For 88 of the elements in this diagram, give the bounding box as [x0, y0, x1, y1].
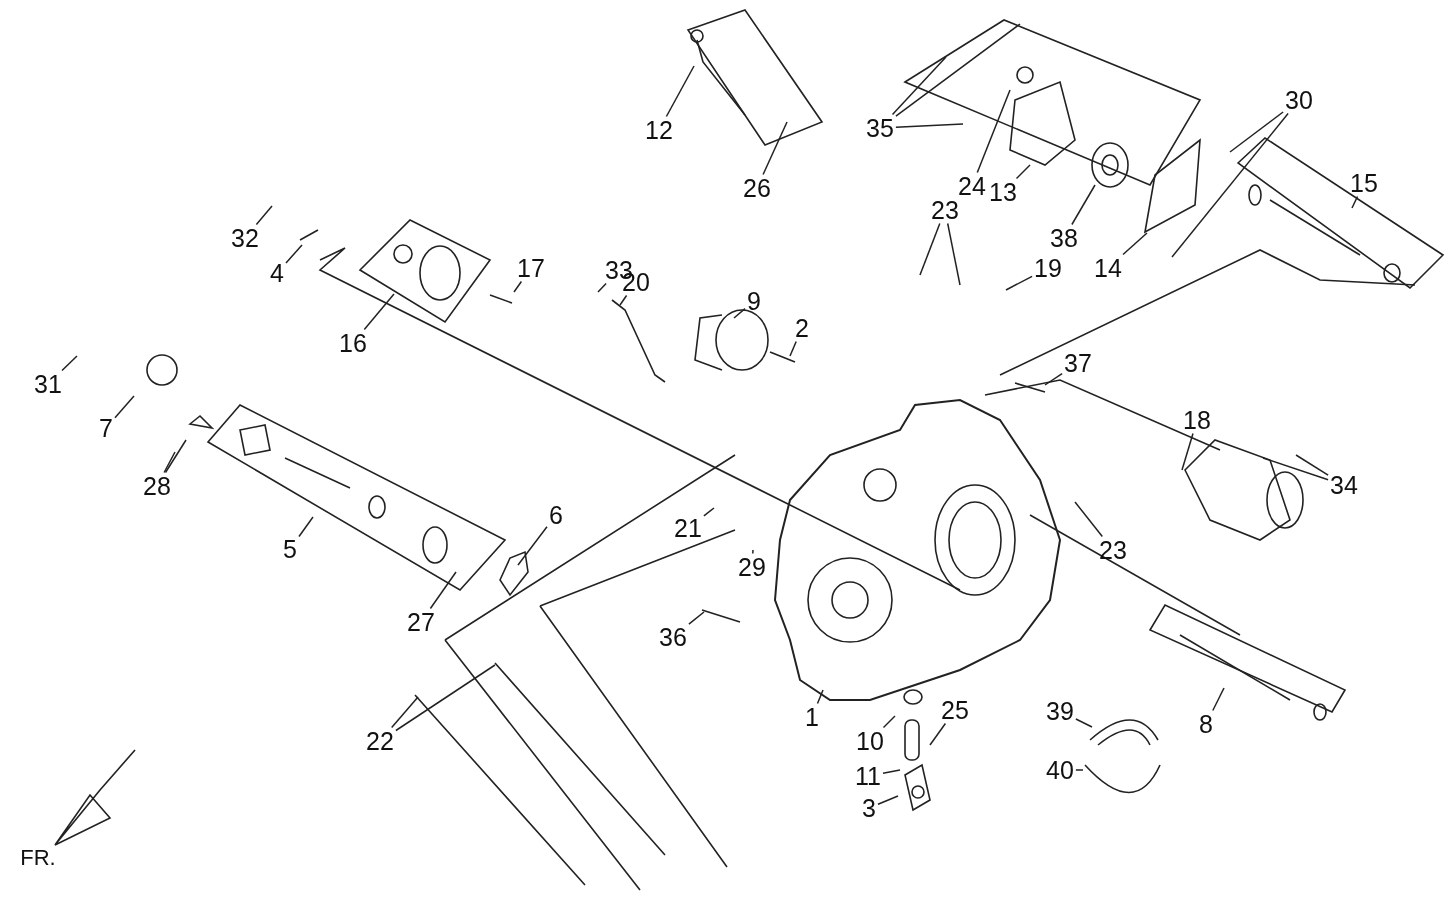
leader-line — [1122, 232, 1148, 256]
leader-line — [1181, 432, 1194, 471]
callout-number: 19 — [1034, 255, 1062, 281]
callout-number: 23 — [931, 197, 959, 223]
leader-line — [703, 507, 715, 517]
leader-line — [877, 795, 899, 806]
leader-line — [164, 439, 187, 474]
leader-line — [665, 65, 695, 118]
leader-line — [946, 222, 961, 286]
leader-line — [513, 280, 523, 293]
leader-line — [429, 571, 457, 610]
callout-number: 38 — [1050, 225, 1078, 251]
leader-line — [363, 293, 395, 331]
callout-number: 22 — [366, 728, 394, 754]
leader-line — [816, 689, 824, 705]
callout-number: 2 — [795, 315, 809, 341]
leader-line — [891, 56, 947, 116]
leader-line — [597, 282, 607, 293]
leader-line — [255, 205, 273, 226]
leader-line — [752, 549, 754, 555]
leader-line — [1005, 275, 1033, 291]
callout-number: 11 — [855, 763, 881, 789]
leader-line — [395, 664, 496, 732]
callout-number: 23 — [1099, 537, 1127, 563]
callout-number: 17 — [517, 255, 545, 281]
callout-number: 27 — [407, 609, 435, 635]
leader-line — [61, 355, 78, 372]
leader-line — [1015, 164, 1031, 180]
leader-line — [298, 516, 314, 538]
leader-line — [285, 244, 303, 264]
callout-number: 39 — [1046, 698, 1074, 724]
callout-number: 16 — [339, 330, 367, 356]
callout-number: 6 — [549, 502, 563, 528]
leader-line — [882, 715, 896, 729]
callout-number: 18 — [1183, 407, 1211, 433]
leader-line — [762, 121, 788, 176]
leader-line — [114, 395, 135, 419]
callout-number: 34 — [1330, 472, 1358, 498]
callout-number: 37 — [1064, 350, 1092, 376]
callout-number: 36 — [659, 624, 687, 650]
callout-number: 9 — [747, 288, 761, 314]
callout-number: 13 — [989, 179, 1017, 205]
callout-number: 10 — [856, 728, 884, 754]
callout-number: 40 — [1046, 757, 1074, 783]
callout-number: 1 — [805, 704, 819, 730]
callout-number: 26 — [743, 175, 771, 201]
leader-line — [733, 307, 746, 319]
leader-line — [882, 769, 901, 774]
callout-number: 29 — [738, 554, 766, 580]
callout-number: 32 — [231, 225, 259, 251]
leader-line — [517, 526, 548, 566]
callout-number: 31 — [34, 371, 62, 397]
leader-line — [1075, 769, 1084, 771]
leader-line — [1351, 195, 1359, 209]
callout-number: 3 — [862, 795, 876, 821]
leader-line — [163, 451, 176, 474]
callout-number: 25 — [941, 697, 969, 723]
leader-line — [1262, 457, 1329, 481]
leader-line — [688, 611, 705, 625]
leader-line — [619, 294, 628, 306]
callout-number: 35 — [866, 115, 894, 141]
leader-line — [919, 222, 941, 276]
callout-number: 15 — [1350, 170, 1378, 196]
callout-number: 24 — [958, 173, 986, 199]
leader-line — [1171, 112, 1289, 258]
leader-line — [976, 89, 1011, 174]
leader-line — [1229, 111, 1284, 153]
callout-number: 30 — [1285, 87, 1313, 113]
callout-number: 12 — [645, 117, 673, 143]
leader-line — [390, 696, 419, 729]
direction-label: FR. — [20, 847, 56, 869]
callout-number: 5 — [283, 536, 297, 562]
leader-line — [1212, 687, 1225, 712]
leader-line — [1044, 372, 1063, 386]
leader-line — [895, 23, 1021, 117]
callout-number: 7 — [99, 415, 113, 441]
callout-number: 14 — [1094, 255, 1122, 281]
leader-line — [1074, 501, 1104, 538]
leader-line — [1071, 184, 1096, 226]
leader-line — [789, 340, 797, 357]
callout-number: 4 — [270, 260, 284, 286]
callout-number: 21 — [674, 515, 702, 541]
leader-line — [929, 722, 947, 746]
callout-number: 8 — [1199, 711, 1213, 737]
leader-line — [1295, 454, 1329, 476]
callout-number: 28 — [143, 473, 171, 499]
leader-line — [1075, 718, 1093, 728]
leader-line — [895, 123, 964, 128]
